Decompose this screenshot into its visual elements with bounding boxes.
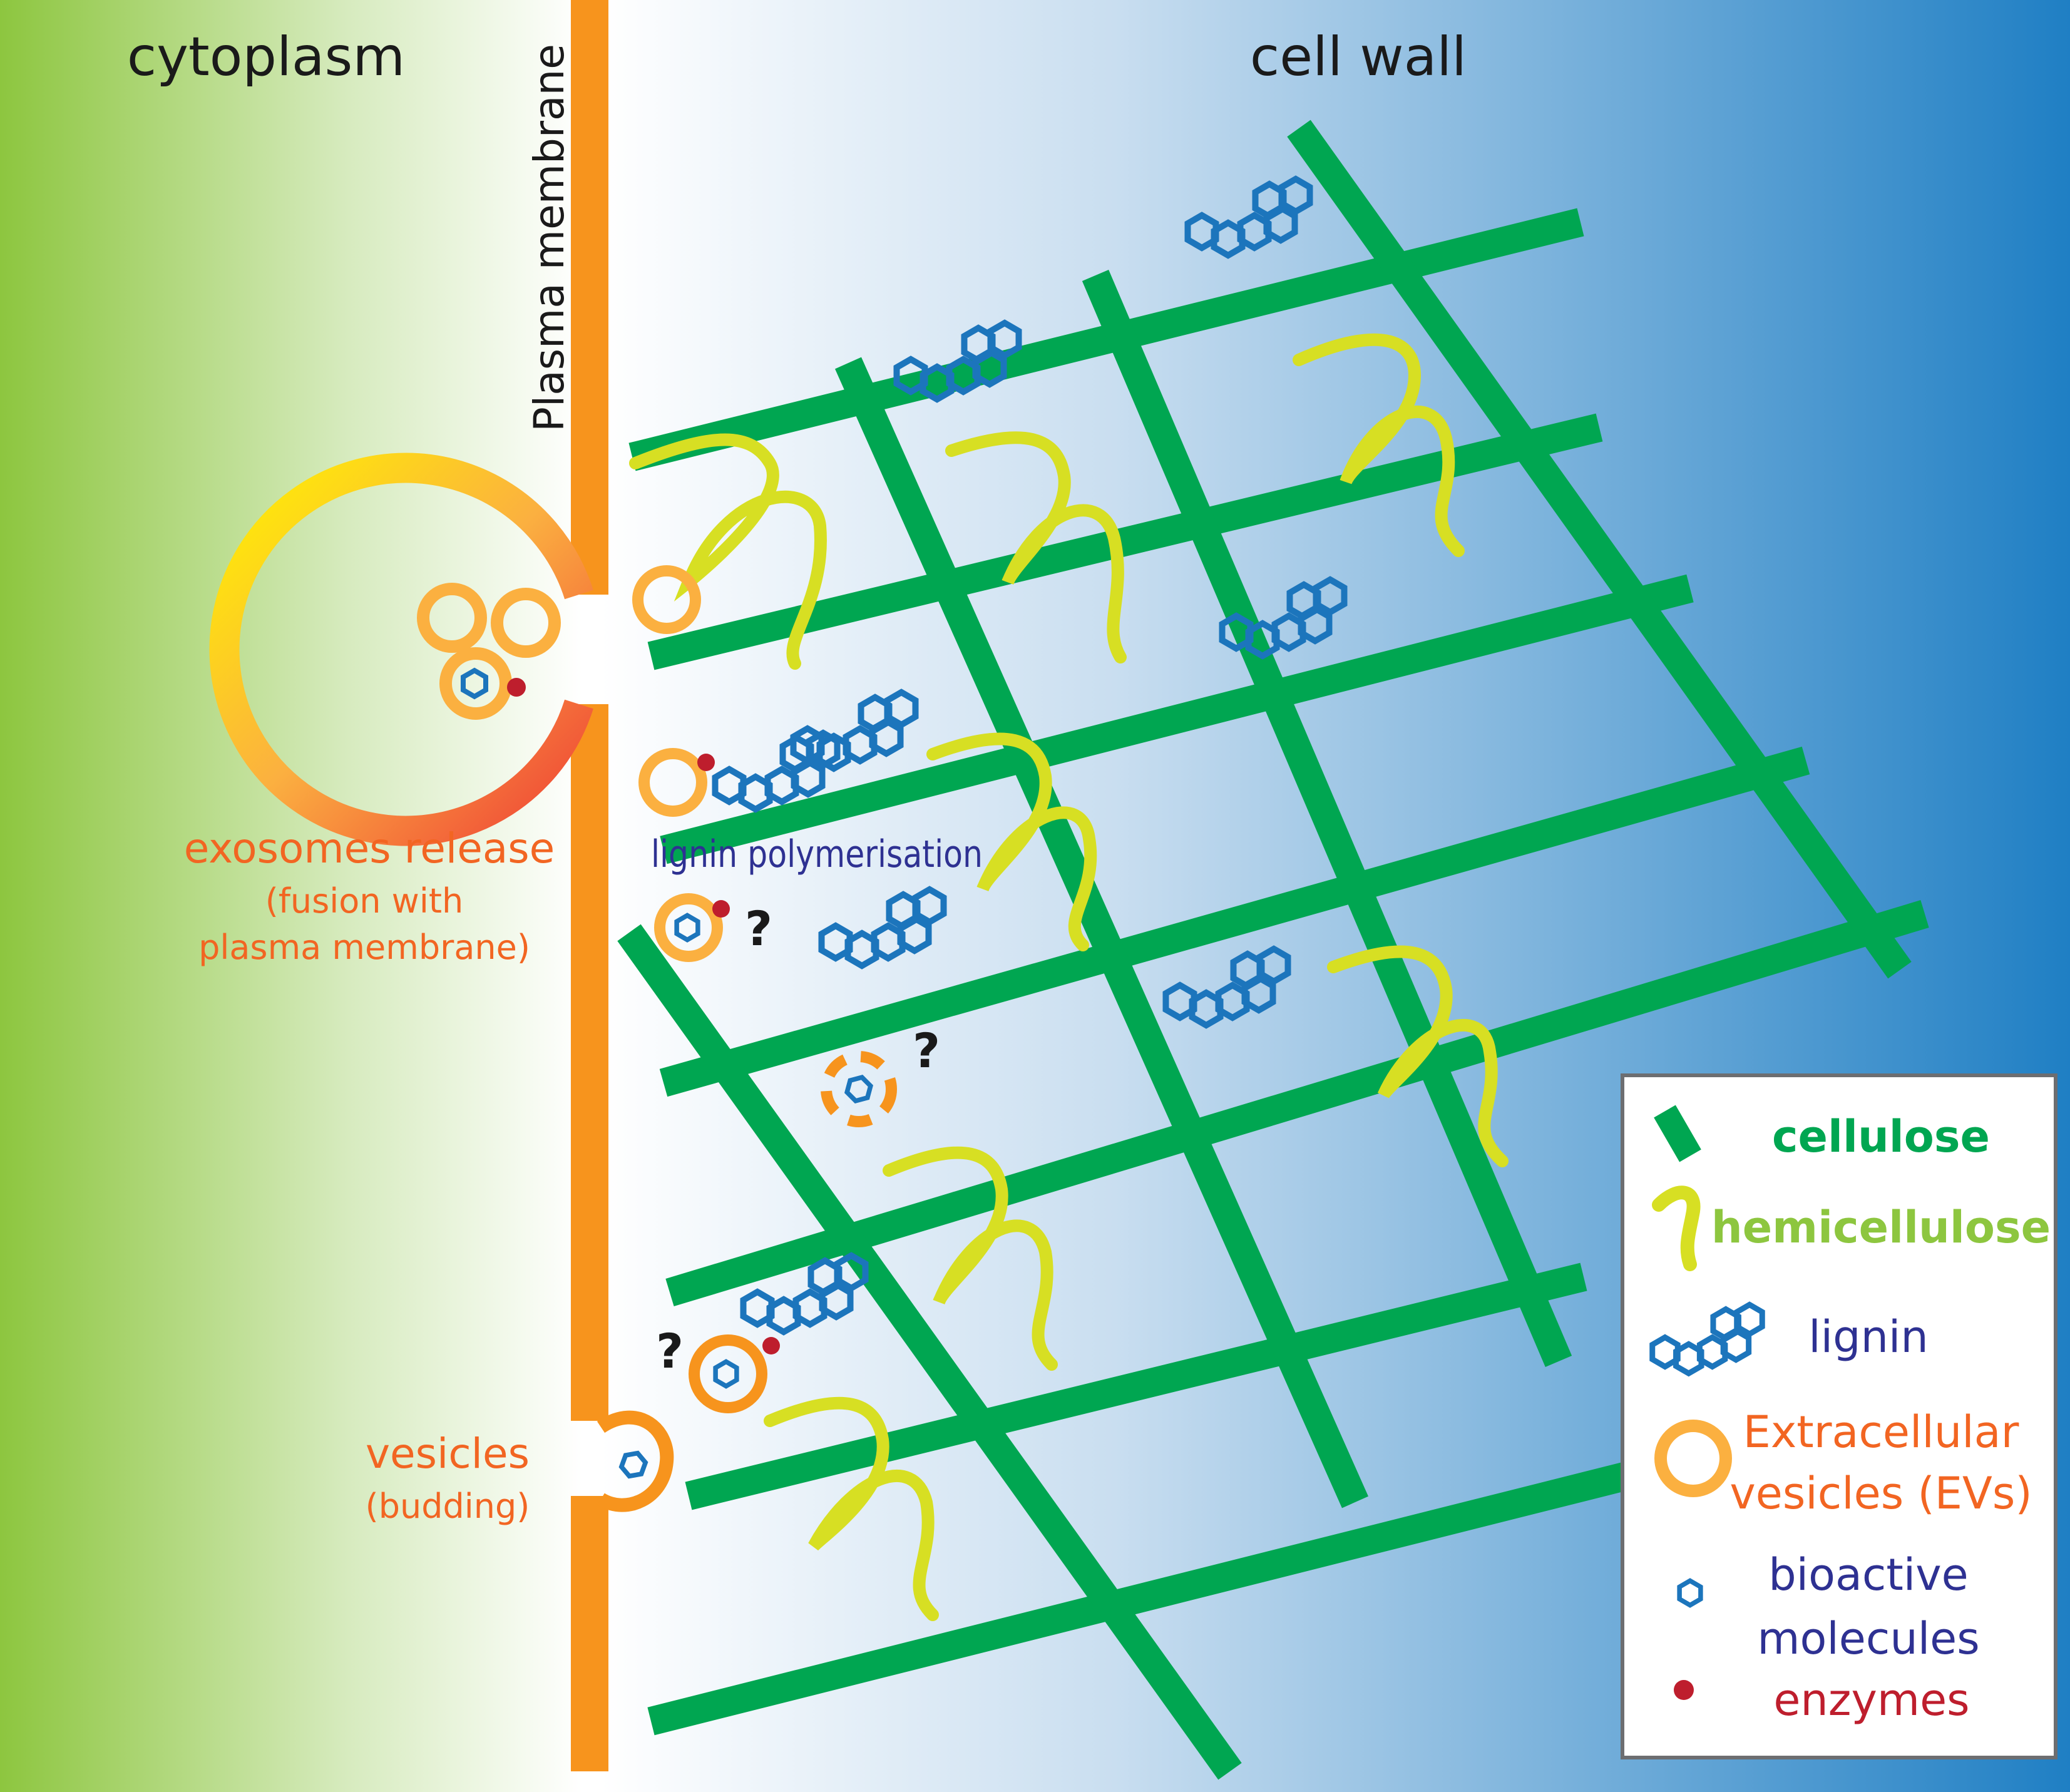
- exosomes-release-label: exosomes release: [184, 824, 555, 873]
- legend: cellulose hemicellulose lignin Extracell…: [1621, 1073, 2057, 1759]
- hemicellulose-strand: [945, 431, 1127, 663]
- exosomes-note-line1: (fusion with: [265, 881, 463, 921]
- hemicellulose-strand: [1293, 333, 1465, 557]
- extracellular-vesicle: [654, 893, 723, 962]
- disrupted-vesicle: [821, 1051, 897, 1127]
- hemicellulose-strand: [926, 732, 1097, 951]
- hemicellulose-strand: [1327, 945, 1509, 1167]
- membrane-segment: [571, 0, 608, 595]
- exosomes-note-line2: plasma membrane): [198, 928, 530, 967]
- cellulose-fiber: [659, 746, 1810, 1097]
- cellulose-fiber: [1082, 269, 1572, 1368]
- cellulose-fiber: [685, 1262, 1587, 1510]
- exosome: [417, 583, 487, 653]
- legend-evs-label-line1: Extracellular: [1743, 1406, 2019, 1458]
- membrane-segment: [571, 704, 608, 1421]
- cytoplasm-heading: cytoplasm: [127, 26, 405, 88]
- hemicellulose-strand: [764, 1396, 939, 1621]
- cell-wall-heading: cell wall: [1250, 26, 1467, 88]
- plasma-membrane-label: Plasma membrane: [525, 44, 573, 432]
- enzyme-swatch: [1674, 1680, 1694, 1700]
- hemicellulose-strands: [629, 333, 1509, 1621]
- exosome-body: [209, 453, 593, 846]
- hemicellulose-strand: [883, 1146, 1058, 1371]
- legend-box: [1621, 1073, 2057, 1759]
- cellulose-grid: [617, 120, 1929, 1780]
- cellulose-fiber: [660, 574, 1694, 864]
- lignin-polymerisation-label: lignin polymerisation: [651, 832, 983, 876]
- membrane-segment: [571, 1496, 608, 1771]
- hemicellulose-swatch: [1652, 1185, 1701, 1271]
- cytoplasm-region: [0, 0, 582, 1792]
- enzyme-dot: [507, 678, 526, 697]
- legend-evs-label-line2: vesicles (EVs): [1729, 1468, 2032, 1519]
- exosome: [439, 647, 512, 720]
- question-mark: ?: [913, 1023, 940, 1078]
- cellulose-fiber: [665, 899, 1929, 1307]
- plasma-membrane: [571, 0, 608, 1771]
- legend-cellulose-label: cellulose: [1772, 1111, 1990, 1162]
- enzyme-dot: [697, 754, 715, 771]
- vesicles-note: (budding): [366, 1487, 530, 1526]
- legend-bioactive-label-line2: molecules: [1757, 1613, 1979, 1664]
- hemicellulose-strand: [629, 433, 827, 670]
- cellulose-fiber: [617, 924, 1242, 1780]
- enzyme-dot: [762, 1337, 780, 1354]
- cellulose-fiber: [1287, 120, 1912, 979]
- legend-enzymes-label: enzymes: [1773, 1674, 1969, 1726]
- extracellular-vesicle: [689, 1334, 767, 1413]
- extracellular-vesicle: [638, 748, 707, 817]
- vesicles-label: vesicles: [366, 1430, 530, 1478]
- cellulose-fiber: [647, 1447, 1688, 1736]
- legend-lignin-label: lignin: [1808, 1311, 1929, 1363]
- extracellular-vesicle: [632, 565, 701, 634]
- cellulose-fiber: [628, 208, 1584, 471]
- budding-vesicle: [597, 1410, 674, 1512]
- question-mark: ?: [656, 1323, 684, 1379]
- ev-swatch: [1654, 1420, 1732, 1497]
- question-mark: ?: [745, 901, 772, 956]
- enzyme-dot: [712, 900, 730, 918]
- exosome: [491, 588, 561, 658]
- legend-hemicellulose-label: hemicellulose: [1711, 1202, 2051, 1253]
- cellulose-swatch: [1654, 1105, 1701, 1162]
- cellulose-fiber: [834, 357, 1369, 1508]
- legend-bioactive-label-line1: bioactive: [1768, 1549, 1968, 1600]
